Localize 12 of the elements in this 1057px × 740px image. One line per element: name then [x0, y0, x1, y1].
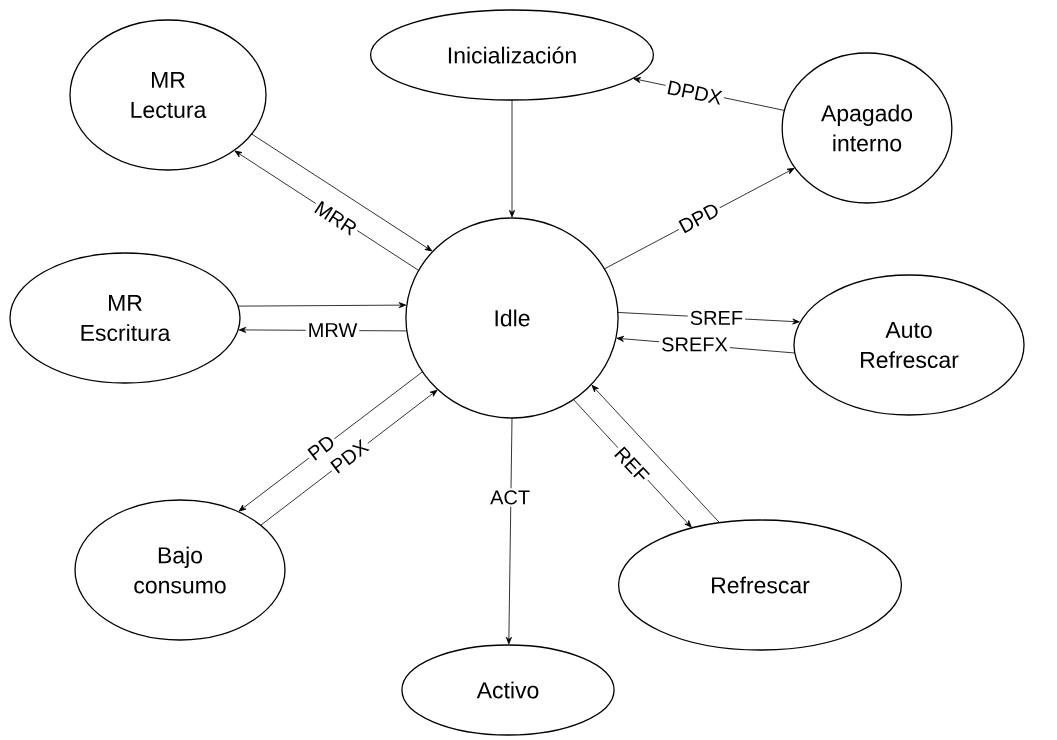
arrow — [505, 417, 513, 645]
edge-label: DPD — [674, 199, 724, 237]
edge-label: ACT — [488, 488, 533, 507]
edge-label: DPDX — [663, 77, 726, 108]
arrow — [509, 99, 515, 218]
arrow — [237, 302, 407, 309]
arrow — [251, 133, 433, 252]
edge-label: MRW — [305, 321, 360, 339]
edge-label: SREF — [687, 308, 746, 327]
edge-label: SREFX — [659, 335, 730, 354]
arrow — [238, 371, 423, 512]
arrow — [591, 384, 720, 524]
